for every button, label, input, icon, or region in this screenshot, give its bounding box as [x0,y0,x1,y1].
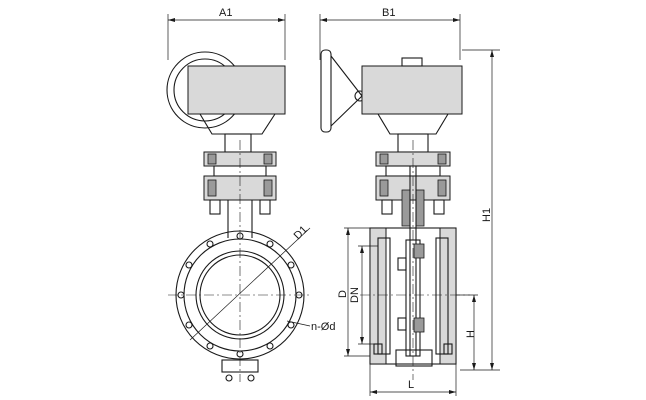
body-wall-right [435,237,449,355]
bolt-hole [287,261,295,269]
bolt-hole [266,240,274,248]
bottom-bolt-right [443,343,453,355]
a1-arrow-right [278,18,285,22]
packing-right [415,189,425,227]
bolt-hole [185,261,193,269]
handwheel-spokes [330,55,363,127]
yoke-foot-left [209,199,221,215]
b1-arrow-left [320,18,327,22]
dn-arrow-top [360,246,364,253]
d1-leader [189,227,311,341]
side-flange-bolt-left [379,153,389,165]
bottom-lug [221,359,259,373]
h1-label: H1 [481,208,493,222]
l-arrow-right [449,390,456,394]
h-arrow-top [472,295,476,302]
h-label: H [465,330,477,338]
front-view: A1 [166,7,335,382]
disc-pin-bottom [397,317,407,331]
gearbox-cap [401,57,423,67]
h1-arrow-bottom [490,363,494,370]
h-arrow-bottom [472,363,476,370]
bolt-hole [177,291,185,299]
bolt-hole [185,321,193,329]
yoke-foot-right [259,199,271,215]
side-yoke-foot-right [433,199,445,215]
a1-label: A1 [219,7,232,19]
lug-nut-left [225,374,233,382]
bolt-hole [236,350,244,358]
l-arrow-left [370,390,377,394]
handwheel-rim-side [320,49,332,133]
yoke-bolt-left [207,179,217,197]
seal-bottom [413,317,425,333]
side-yoke-bolt-left [379,179,389,197]
bottom-bearing [395,349,433,367]
yoke-bolt-right [263,179,273,197]
body-wall-left [377,237,391,355]
d-arrow-top [346,228,350,235]
dn-label: DN [349,287,361,303]
dn-arrow-bottom [360,337,364,344]
seal-top [413,243,425,259]
d-label: D [337,290,349,298]
d-arrow-bottom [346,349,350,356]
bolt-hole [266,342,274,350]
nd-label: n-Ød [311,321,335,333]
bolt-hole [206,342,214,350]
flange-bolt-right [263,153,273,165]
nd-leader [286,320,311,327]
h1-arrow-top [490,50,494,57]
side-flange-bolt-right [437,153,447,165]
bolt-hole [206,240,214,248]
d1-label: D1 [292,224,310,242]
bolt-hole [295,291,303,299]
gearbox-side-neck [377,113,449,135]
side-yoke-foot-left [381,199,393,215]
flange-bolt-left [207,153,217,165]
side-yoke-bolt-right [437,179,447,197]
gearbox-neck [199,113,276,135]
gearbox-side [361,65,463,115]
gearbox-body [187,65,286,115]
lug-nut-right [247,374,255,382]
bolt-hole [287,321,295,329]
l-label: L [408,379,414,391]
stem-housing [224,133,252,153]
a1-arrow-left [168,18,175,22]
packing-left [401,189,411,227]
disc-pin-top [397,257,407,271]
bolt-hole [236,232,244,240]
b1-arrow-right [453,18,460,22]
side-view: B1 [319,7,500,396]
b1-label: B1 [382,7,395,19]
